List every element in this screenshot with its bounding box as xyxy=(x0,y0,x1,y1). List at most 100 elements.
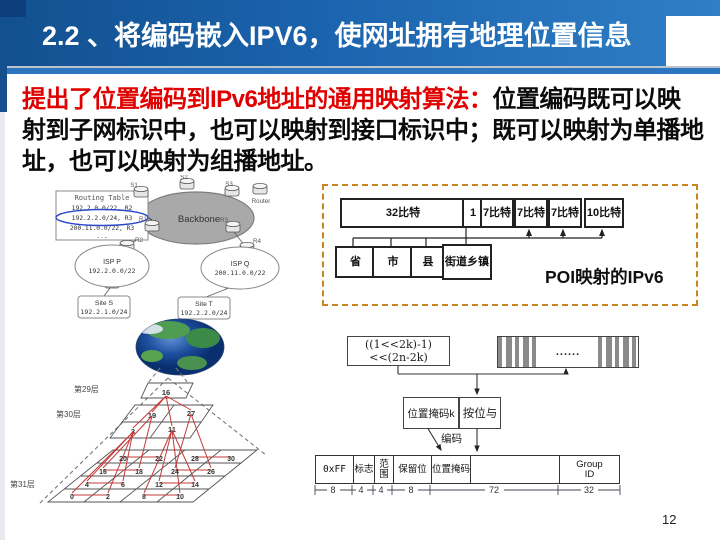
admin-county: 县 xyxy=(410,246,446,278)
title-bar-notch xyxy=(666,16,720,66)
backbone-cloud xyxy=(137,191,255,245)
addr-cell-scope: 范围 xyxy=(374,456,393,483)
router-label: R3 xyxy=(220,217,228,224)
bit-width: 4 xyxy=(358,485,363,495)
left-edge-dark xyxy=(0,66,7,112)
paragraph-red-lead: 提出了位置编码到IPv6地址的通用映射算法： xyxy=(22,86,493,113)
highlight-ellipse xyxy=(55,208,149,227)
bitfield-7a: 7比特 xyxy=(480,198,514,228)
title-bar xyxy=(0,0,720,66)
bitfield-7b: 7比特 xyxy=(514,198,548,228)
paragraph-line-3: 址，也可以映射为组播地址。 xyxy=(22,148,328,175)
dimension-line: 8 4 4 8 72 32 xyxy=(314,484,621,495)
layer30-grid xyxy=(109,404,214,439)
routing-table-row: 192.2.0.0/22, R2 xyxy=(72,205,133,212)
layer29-grid xyxy=(140,382,194,399)
bit-width: 32 xyxy=(584,485,594,495)
addr-cell-flags: 标志 xyxy=(353,456,374,483)
site-s-name: Site S xyxy=(95,300,114,307)
site-s-cidr: 192.2.1.0/24 xyxy=(81,308,128,316)
layer31-value: 10 xyxy=(176,494,184,501)
router-label: R5 xyxy=(96,275,104,282)
site-t-box xyxy=(177,296,231,320)
admin-city: 市 xyxy=(372,246,414,278)
router-label: R1 xyxy=(139,216,147,223)
layer31-value: 4 xyxy=(85,482,89,489)
site-t-cidr: 192.2.2.0/24 xyxy=(181,309,228,317)
router-icon xyxy=(223,276,239,289)
divider-blue xyxy=(0,68,720,74)
addr-cell-group-id: Group ID xyxy=(559,456,619,483)
isp-q-name: ISP Q xyxy=(231,261,250,268)
poi-caption: POI映射的IPv6 xyxy=(545,267,664,287)
z-curve-links xyxy=(71,395,231,496)
layer-label: 第29层 xyxy=(74,384,99,394)
router-label: S1 xyxy=(130,182,138,189)
admin-province: 省 xyxy=(335,246,376,278)
router-icon xyxy=(179,177,195,190)
title-bar-corner xyxy=(0,0,26,17)
layer31-value: 26 xyxy=(207,469,215,476)
routing-table-box xyxy=(55,190,149,241)
layer31-value: 24 xyxy=(171,469,179,476)
bitfield-32: 32比特 xyxy=(340,198,466,228)
layer31-value: 8 xyxy=(142,494,146,501)
address-ellipsis: ...... xyxy=(555,346,581,358)
layer29-value: 16 xyxy=(162,388,170,397)
layer30-value: 19 xyxy=(148,411,156,420)
isp-q-cloud xyxy=(200,246,280,290)
layer31-value: 0 xyxy=(70,494,74,501)
isp-p-name: ISP P xyxy=(103,259,121,266)
layer31-value: 12 xyxy=(155,482,163,489)
location-mask-box: 位置掩码k xyxy=(403,397,459,429)
layer31-value: 22 xyxy=(155,456,163,463)
layer31-value: 2 xyxy=(106,494,110,501)
pyramid-dashed-edges xyxy=(37,367,267,506)
encode-label: 编码 xyxy=(441,433,462,445)
router-icon xyxy=(252,182,268,195)
routing-table-row: 192.2.2.0/24, R3 xyxy=(72,215,133,222)
bitfield-10: 10比特 xyxy=(584,198,624,228)
left-edge-light xyxy=(0,112,5,540)
layer30-value: 11 xyxy=(168,425,176,434)
router-icon xyxy=(239,241,255,254)
paragraph-line-1-black: 位置编码既可以映 xyxy=(492,86,681,113)
layer-label: 第31层 xyxy=(10,479,35,489)
router-label: S3 xyxy=(225,181,233,188)
layer31-grid xyxy=(46,449,259,503)
layer31-value: 14 xyxy=(191,482,199,489)
routing-table-arrow xyxy=(148,217,159,225)
router-label: R6 xyxy=(216,274,224,281)
layer30-value: 3 xyxy=(131,427,135,436)
routing-table-row: ... xyxy=(96,233,107,240)
paragraph-line-1: 提出了位置编码到IPv6地址的通用映射算法：位置编码既可以映 xyxy=(22,84,698,115)
routing-table-title: Routing Table xyxy=(75,194,130,202)
router-icon xyxy=(104,276,120,289)
ipv6-address-box: ...... xyxy=(497,336,639,368)
backbone-label: Backbone xyxy=(178,214,220,225)
layer31-value: 6 xyxy=(121,482,125,489)
addr-cell-0xff: 0xFF xyxy=(323,463,346,475)
topology-links xyxy=(103,230,246,298)
layer31-value: 20 xyxy=(119,456,127,463)
layer-label: 第30层 xyxy=(56,409,81,419)
router-icon xyxy=(225,220,241,233)
bitfield-7c: 7比特 xyxy=(548,198,582,228)
earth-globe xyxy=(135,318,225,376)
router-icon xyxy=(133,185,149,198)
router-icon xyxy=(144,219,160,232)
divider-gray xyxy=(0,66,720,68)
layer31-value: 30 xyxy=(227,456,235,463)
addr-cell-reserved: 保留位 xyxy=(393,456,431,483)
router-label: Router xyxy=(252,198,271,205)
bit-width: 8 xyxy=(408,485,413,495)
body-paragraph: 提出了位置编码到IPv6地址的通用映射算法：位置编码既可以映 射到子网标识中，也… xyxy=(22,84,704,177)
isp-p-cidr: 192.2.0.0/22 xyxy=(89,267,136,275)
admin-township: 街道乡镇 xyxy=(442,244,492,280)
layer31-value: 16 xyxy=(99,469,107,476)
bitwise-and-box: 按位与 xyxy=(459,397,501,429)
multicast-address-table: 0xFF 标志 范围 保留位 位置掩码 Group ID xyxy=(315,455,620,484)
slide-title: 2.2 、将编码嵌入IPV6，使网址拥有地理位置信息 xyxy=(42,21,632,51)
addr-cell-mask: 位置掩码 xyxy=(431,456,470,483)
layer31-value: 28 xyxy=(191,456,199,463)
